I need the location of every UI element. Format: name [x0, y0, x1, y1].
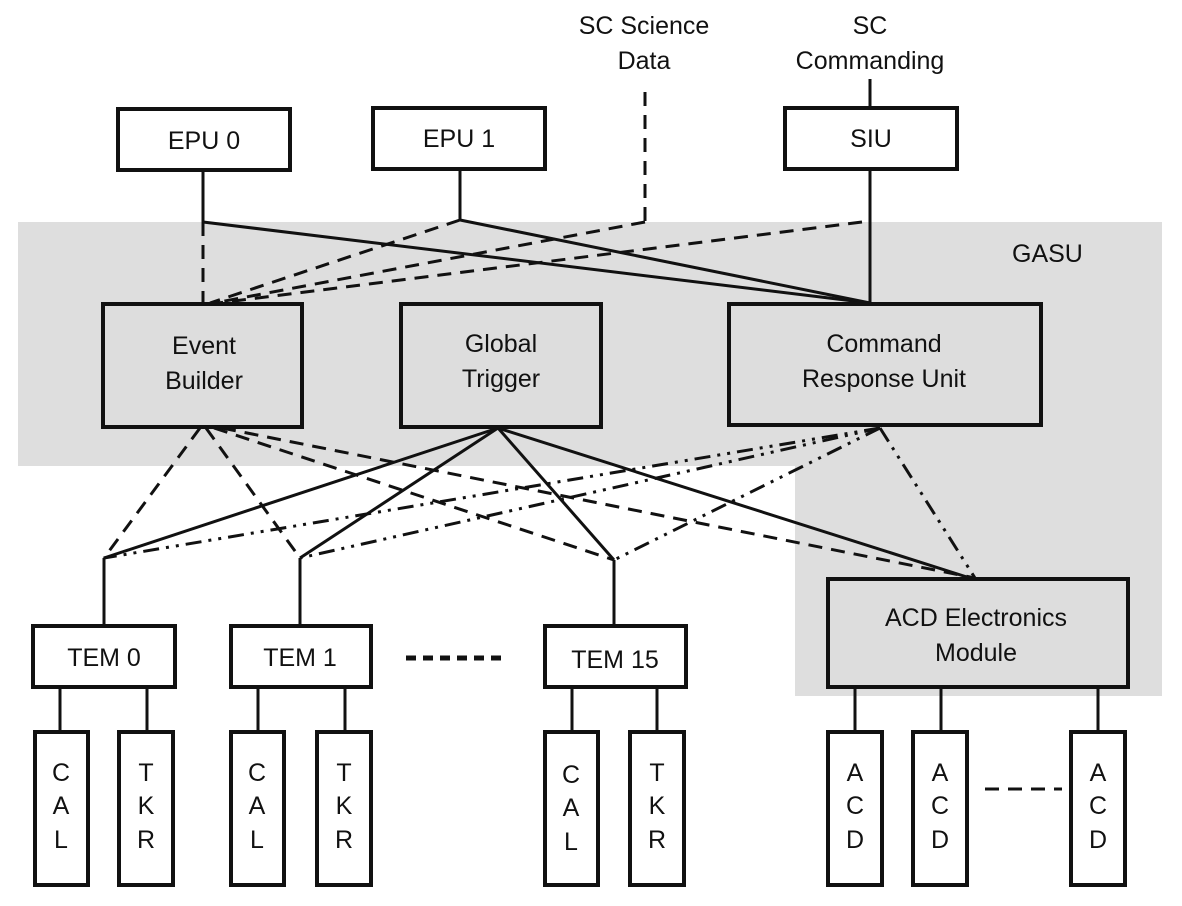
sc-science-data-label-line2: Data [618, 47, 671, 75]
tem15-box: TEM 15 [543, 624, 688, 689]
acd-box-3: A C D [1069, 730, 1127, 887]
tem0-cal-box: C A L [33, 730, 90, 887]
siu-box: SIU [783, 106, 959, 171]
acd-box-1: A C D [826, 730, 884, 887]
event-builder-label-line2: Builder [165, 367, 243, 395]
acd-letter: D [931, 826, 949, 854]
eb-to-tem1-line [204, 427, 302, 559]
cal-letter: A [53, 792, 70, 820]
tkr-letter: K [649, 792, 666, 820]
epu1-to-eb-line [209, 218, 461, 305]
science-to-eb-line [213, 220, 646, 305]
tkr-letter: R [648, 826, 666, 854]
cal-letter: A [249, 792, 266, 820]
gt-to-tem15-line [496, 427, 616, 561]
gt-to-acd-line [497, 426, 971, 580]
epu0-box: EPU 0 [116, 107, 292, 172]
acd-box-2: A C D [911, 730, 969, 887]
epu1-to-cru-line [459, 218, 871, 305]
tkr-letter: T [649, 759, 664, 787]
tkr-letter: K [138, 792, 155, 820]
tem0-box: TEM 0 [31, 624, 177, 689]
acd-letter: D [1089, 826, 1107, 854]
event-builder-box: Event Builder [101, 302, 304, 429]
event-builder-label-line1: Event [172, 332, 236, 360]
command-response-unit-label-line2: Response Unit [802, 365, 966, 393]
epu1-box: EPU 1 [371, 106, 547, 171]
acd-letter: C [1089, 792, 1107, 820]
sc-commanding-label-line1: SC [853, 12, 888, 40]
tkr-letter: R [335, 826, 353, 854]
acd-letter: A [932, 759, 949, 787]
acd-electronics-module-label-line2: Module [935, 639, 1017, 667]
cal-letter: C [248, 759, 266, 787]
epu1-label: EPU 1 [423, 125, 495, 153]
cal-letter: A [563, 794, 580, 822]
acd-electronics-module-label-line1: ACD Electronics [885, 604, 1067, 632]
siu-label: SIU [850, 125, 892, 153]
tkr-letter: R [137, 826, 155, 854]
siu-to-eb-line [217, 220, 863, 305]
eb-to-tem15-line [213, 426, 615, 562]
tkr-letter: T [138, 759, 153, 787]
global-trigger-box: Global Trigger [399, 302, 603, 429]
acd-letter: A [1090, 759, 1107, 787]
cal-letter: L [54, 826, 68, 854]
cal-letter: L [564, 828, 578, 856]
epu0-label: EPU 0 [168, 127, 240, 155]
tem1-label: TEM 1 [263, 644, 337, 672]
cru-to-acd-line [878, 427, 977, 579]
tem1-cal-box: C A L [229, 730, 286, 887]
acd-letter: A [847, 759, 864, 787]
global-trigger-label-line2: Trigger [462, 365, 540, 393]
tkr-letter: K [336, 792, 353, 820]
cru-to-tem1-line [299, 426, 881, 560]
sc-science-data-label-line1: SC Science [579, 12, 710, 40]
tem0-label: TEM 0 [67, 644, 141, 672]
command-response-unit-box: Command Response Unit [727, 302, 1043, 427]
cal-letter: C [562, 761, 580, 789]
eb-to-acd-line [221, 426, 976, 580]
global-trigger-label-line1: Global [465, 330, 537, 358]
tem1-box: TEM 1 [229, 624, 373, 689]
cal-letter: L [250, 826, 264, 854]
tem1-tkr-box: T K R [315, 730, 373, 887]
acd-letter: C [931, 792, 949, 820]
cru-to-tem15-line [613, 426, 881, 562]
tkr-letter: T [336, 759, 351, 787]
acd-letter: C [846, 792, 864, 820]
tem15-label: TEM 15 [571, 646, 659, 674]
command-response-unit-label-line1: Command [826, 330, 941, 358]
acd-letter: D [846, 826, 864, 854]
tem15-tkr-box: T K R [628, 730, 686, 887]
tem15-cal-box: C A L [543, 730, 600, 887]
gt-to-tem1-line [299, 426, 499, 560]
gasu-label: GASU [1012, 240, 1083, 268]
gt-to-tem0-line [103, 426, 499, 560]
sc-commanding-label-line2: Commanding [796, 47, 945, 75]
eb-to-tem0-line [102, 427, 202, 559]
tem0-tkr-box: T K R [117, 730, 175, 887]
acd-electronics-module-box: ACD Electronics Module [826, 577, 1130, 689]
cru-to-tem0-line [103, 426, 881, 560]
cal-letter: C [52, 759, 70, 787]
